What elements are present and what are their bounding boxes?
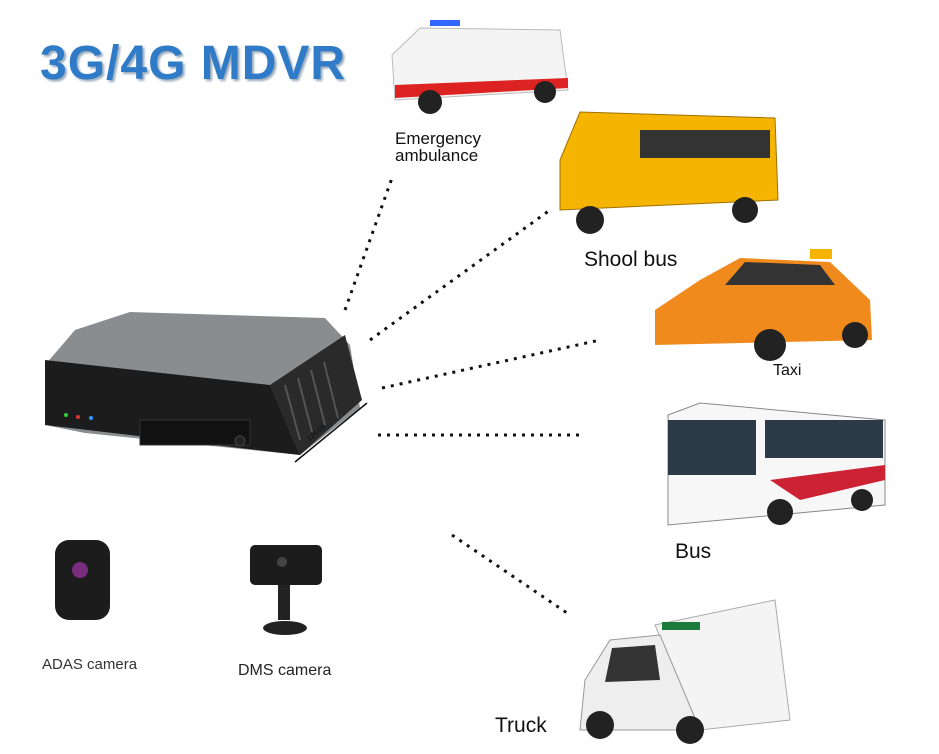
line-truck — [451, 533, 571, 617]
mdvr-device — [45, 312, 368, 463]
taxi-label: Taxi — [773, 362, 802, 379]
bus-label: Bus — [675, 540, 712, 563]
line-ambulance — [343, 177, 394, 311]
adas-camera-image — [55, 540, 110, 620]
school-bus-image — [559, 111, 779, 234]
ambulance-image — [391, 20, 569, 114]
ambulance-label: Emergency ambulance — [395, 130, 481, 164]
taxi-image — [655, 249, 872, 361]
truck-image — [579, 599, 791, 744]
dms-camera-label: DMS camera — [238, 662, 332, 679]
ambulance-label-line1: Emergency — [395, 129, 481, 148]
dms-camera-image — [250, 545, 322, 635]
ambulance-label-line2: ambulance — [395, 146, 479, 165]
truck-label: Truck — [495, 714, 547, 737]
page-title: 3G/4G MDVR — [40, 37, 347, 90]
line-taxi — [381, 338, 601, 390]
school-bus-label: Shool bus — [584, 248, 678, 271]
bus-image — [667, 402, 886, 526]
adas-camera-label: ADAS camera — [42, 656, 138, 673]
line-school-bus — [369, 208, 551, 342]
